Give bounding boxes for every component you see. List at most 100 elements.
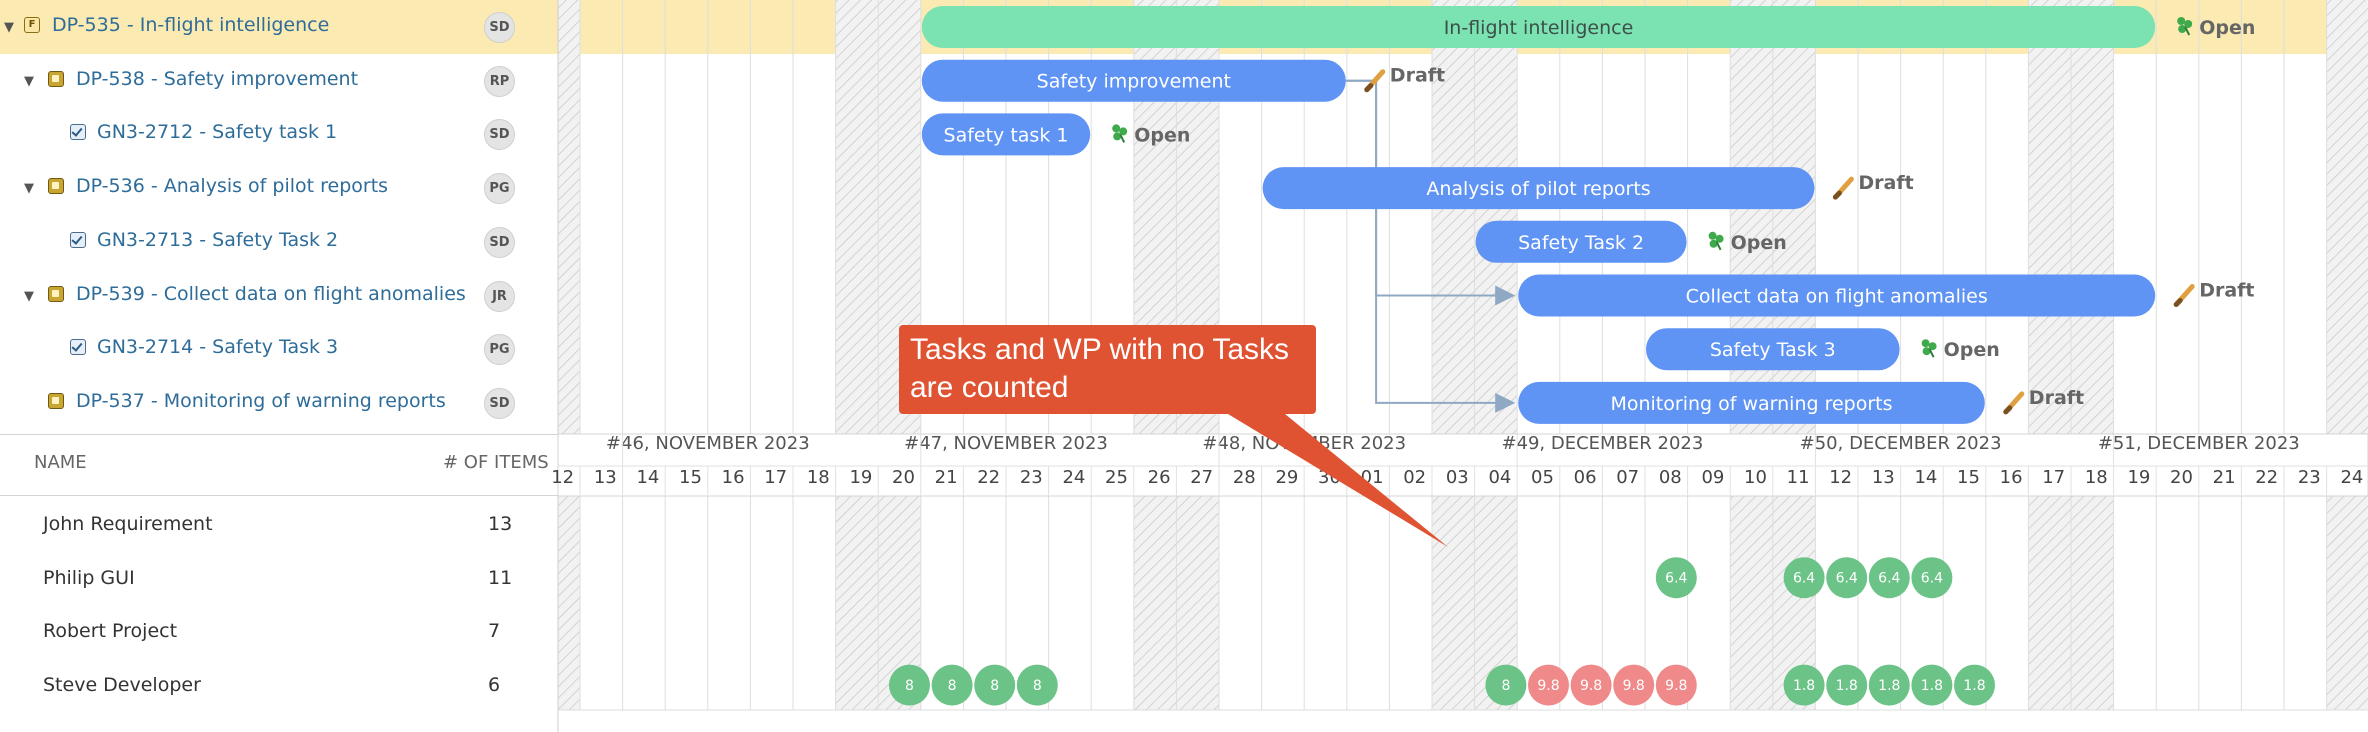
day-label: 13 <box>1872 467 1895 488</box>
tree-row-label[interactable]: GN3-2713 - Safety Task 2 <box>97 228 339 251</box>
bubble-shape <box>1911 664 1953 706</box>
assignee-avatar[interactable]: SD <box>484 226 515 258</box>
day-label: 26 <box>1148 467 1171 488</box>
status-label: Open <box>1134 124 1190 146</box>
weekend-shading <box>1474 0 1518 434</box>
day-label: 10 <box>1744 467 1767 488</box>
tree-row-label[interactable]: DP-538 - Safety improvement <box>76 67 359 90</box>
bubble-value: 8 <box>1501 678 1510 694</box>
tree-row-dp-536[interactable]: ▼ DP-536 - Analysis of pilot reports PG <box>0 161 555 215</box>
status-label: Draft <box>1858 172 1913 194</box>
assignee-avatar[interactable]: PG <box>484 173 515 205</box>
expand-toggle-icon[interactable]: ▼ <box>24 73 34 89</box>
assignee-avatar[interactable]: SD <box>484 119 515 151</box>
assignee-avatar[interactable]: JR <box>484 280 515 312</box>
day-label: 15 <box>1957 467 1980 488</box>
weekend-shading <box>2071 0 2114 434</box>
tree-row-gn3-2713[interactable]: GN3-2713 - Safety Task 2 SD <box>0 215 555 269</box>
tree-row-label[interactable]: GN3-2712 - Safety task 1 <box>97 121 338 144</box>
tree-row-dp-539[interactable]: ▼ DP-539 - Collect data on flight anomali… <box>0 269 555 323</box>
name-column-header[interactable]: NAME <box>34 452 87 473</box>
day-label: 02 <box>1403 467 1426 488</box>
weekend-shading <box>835 496 879 710</box>
task-icon <box>70 339 86 356</box>
items-column-header[interactable]: # OF ITEMS <box>443 452 549 473</box>
day-label: 15 <box>679 467 702 488</box>
workload-bubble: 8 <box>889 664 930 706</box>
day-label: 24 <box>1062 467 1085 488</box>
day-label: 14 <box>1914 467 1937 488</box>
bubble-value: 9.8 <box>1537 678 1559 694</box>
assignee-avatar[interactable]: RP <box>484 65 515 97</box>
callout-box <box>899 325 1316 414</box>
day-label: 07 <box>1616 467 1639 488</box>
bubble-value: 8 <box>905 678 914 694</box>
tree-row-dp-538[interactable]: ▼ DP-538 - Safety improvement RP <box>0 54 555 108</box>
clover-icon <box>2177 17 2193 36</box>
status-label: Draft <box>1390 65 1445 87</box>
tree-row-label[interactable]: DP-539 - Collect data on flight anomalie… <box>76 282 466 305</box>
tree-row-label[interactable]: GN3-2714 - Safety Task 3 <box>97 336 339 359</box>
expand-toggle-icon[interactable]: ▼ <box>24 181 34 197</box>
clover-icon <box>1921 339 1937 358</box>
bar-shape <box>921 113 1091 156</box>
workload-bubble: 8 <box>974 664 1016 706</box>
expand-toggle-icon[interactable]: ▼ <box>4 20 14 35</box>
timeline-grid <box>557 0 2368 732</box>
clover-icon <box>1708 231 1724 251</box>
resource-name: Steve Developer <box>43 674 201 697</box>
day-label: 20 <box>2170 467 2193 488</box>
expand-toggle-icon[interactable]: ▼ <box>24 288 34 304</box>
workload-bubble: 9.8 <box>1613 664 1655 706</box>
tree-row-label[interactable]: DP-536 - Analysis of pilot reports <box>76 175 389 198</box>
bubble-shape <box>1868 664 1910 706</box>
weekend-shading <box>1176 496 1219 710</box>
tree-row-dp-537[interactable]: DP-537 - Monitoring of warning reports SD <box>0 376 555 430</box>
tree-row-gn3-2712[interactable]: GN3-2712 - Safety task 1 SD <box>0 107 555 161</box>
workload-bubble: 8 <box>931 664 973 706</box>
tree-row-gn3-2714[interactable]: GN3-2714 - Safety Task 3 PG <box>0 322 555 376</box>
day-label: 12 <box>551 467 574 488</box>
assignee-avatar[interactable]: SD <box>484 387 515 419</box>
bubble-value: 8 <box>990 678 999 694</box>
weekend-shading <box>2326 496 2368 710</box>
assignee-avatar[interactable]: SD <box>484 12 515 43</box>
gantt-bar[interactable]: Safety Task 3 Open <box>1646 328 2000 371</box>
status-label: Open <box>1944 339 2000 361</box>
bar-label: Safety Task 3 <box>1710 339 1836 361</box>
workload-bubble: 1.8 <box>1868 664 1910 706</box>
workload-bubble: 6.4 <box>1826 557 1868 599</box>
weekend-shading <box>558 496 580 710</box>
bubble-value: 8 <box>1033 678 1042 694</box>
weekend-shading <box>1133 496 1177 710</box>
bubble-value: 9.8 <box>1580 678 1602 694</box>
tree-row-label[interactable]: DP-535 - In-flight intelligence <box>52 14 330 36</box>
bubble-shape <box>1613 664 1655 706</box>
day-label: 14 <box>636 467 659 488</box>
tree-row-label[interactable]: DP-537 - Monitoring of warning reports <box>76 389 446 412</box>
timeline-scale: #46, NOVEMBER 2023#47, NOVEMBER 2023#48,… <box>551 433 2368 497</box>
weekend-shading <box>2028 496 2071 710</box>
bubble-shape <box>931 664 973 706</box>
dependency-arrow <box>1345 79 1516 413</box>
bubble-shape <box>1911 557 1953 599</box>
bubble-value: 6.4 <box>1921 571 1943 587</box>
callout-pointer <box>1228 414 1448 547</box>
workload-bubble: 6.4 <box>1911 557 1953 599</box>
bar-label: Safety Task 2 <box>1518 232 1644 254</box>
assignee-avatar[interactable]: PG <box>484 334 515 366</box>
day-label: 16 <box>2000 467 2023 488</box>
task-icon <box>70 124 86 141</box>
